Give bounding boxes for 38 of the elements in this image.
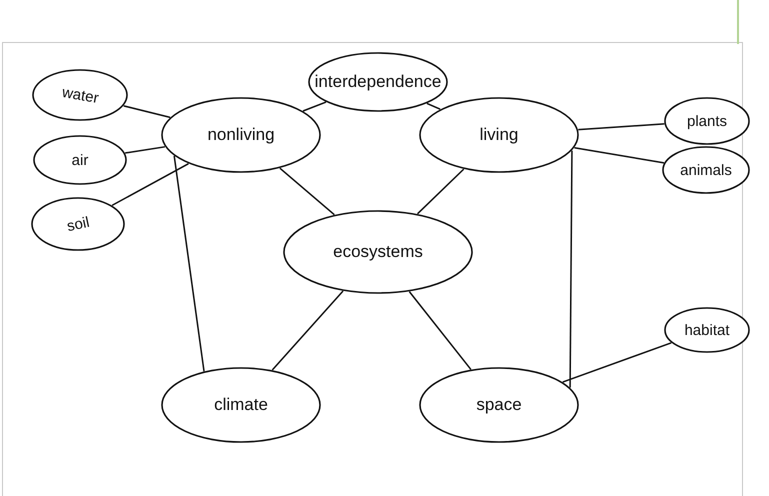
ellipse-node (32, 69, 128, 121)
ellipse-node (662, 146, 750, 194)
node-label: air (72, 152, 88, 168)
ellipse-node (419, 97, 579, 173)
ellipse-node (419, 367, 579, 443)
node-label: nonliving (207, 125, 275, 145)
node-label: ecosystems (333, 242, 423, 262)
connector-line (426, 102, 440, 110)
connector-line (112, 163, 189, 206)
ellipse-node (33, 135, 127, 185)
connector-line (416, 168, 464, 214)
node-label: living (480, 125, 518, 145)
ellipse-node (283, 210, 473, 294)
ellipse-node (161, 97, 321, 173)
connector-line (272, 290, 344, 371)
node-label: interdependence (314, 72, 442, 92)
connector-line (569, 150, 573, 388)
node-label: plants (686, 112, 728, 130)
node-label: climate (214, 395, 268, 415)
connector-line (123, 105, 170, 118)
ellipse-node (161, 367, 321, 443)
connector-line (125, 146, 166, 154)
connector-line (279, 168, 335, 216)
ellipse-node (31, 197, 125, 251)
ellipse-node (664, 307, 750, 353)
connector-line (578, 123, 664, 130)
connector-line (173, 156, 205, 372)
node-label: space (476, 395, 522, 415)
connector-line (574, 147, 664, 164)
node-label: habitat (684, 322, 730, 338)
node-label: soil (65, 213, 91, 235)
connector-line (302, 101, 326, 112)
ellipse-node (664, 97, 750, 145)
connector-line (562, 342, 672, 383)
connector-line (408, 291, 472, 370)
ellipse-node (308, 52, 448, 112)
node-label: animals (680, 162, 732, 178)
node-label: water (60, 83, 100, 107)
